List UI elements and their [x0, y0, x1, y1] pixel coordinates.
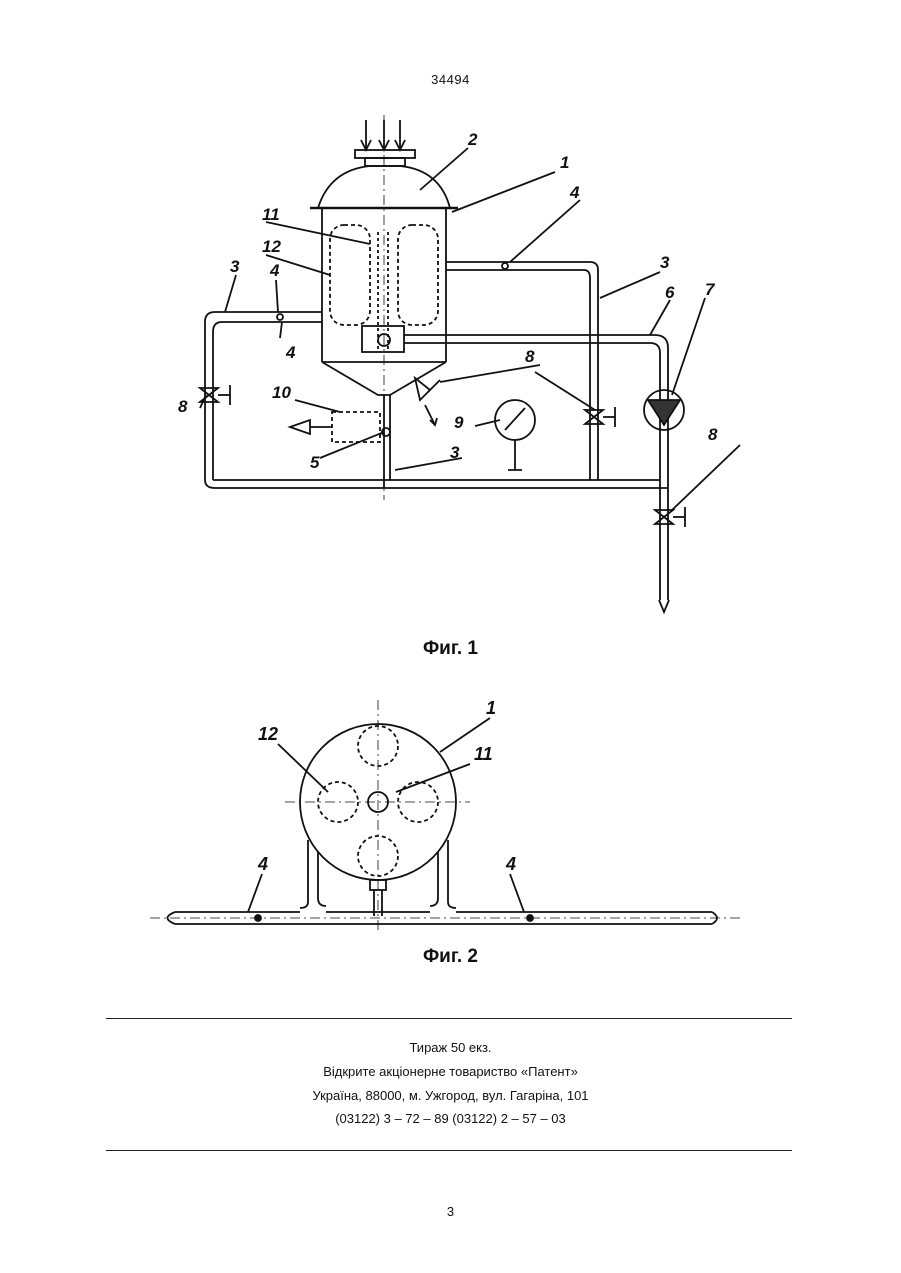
imprint-publisher: Відкрите акціонерне товариство «Патент»	[0, 1064, 901, 1079]
figure-1-drawing: 2 1 4 11 12 3 4 4 3 6 7 8 8 8 9 10 5 3	[0, 0, 901, 640]
fig1-label-8-center: 8	[525, 347, 535, 366]
fig2-label-12: 12	[258, 724, 278, 744]
figure-1-caption: Фиг. 1	[0, 638, 901, 660]
fig1-label-6: 6	[665, 283, 675, 302]
fig1-label-5: 5	[310, 453, 320, 472]
fig1-label-3-left: 3	[230, 257, 240, 276]
figure-2-drawing: 1 11 12 4 4	[0, 680, 901, 940]
fig1-label-4-right: 4	[569, 183, 580, 202]
imprint-rule-top	[106, 1018, 792, 1019]
fig1-label-4-lower: 4	[285, 343, 296, 362]
fig1-label-3-bottom: 3	[450, 443, 460, 462]
fig1-label-8-left: 8	[178, 397, 188, 416]
fig1-label-2: 2	[467, 130, 478, 149]
fig2-axes	[150, 700, 740, 930]
fig1-label-4-left: 4	[269, 261, 280, 280]
fig1-labels: 2 1 4 11 12 3 4 4 3 6 7 8 8 8 9 10 5 3	[178, 130, 718, 472]
fig2-apparatus	[168, 718, 718, 924]
imprint-address: Україна, 88000, м. Ужгород, вул. Гагарін…	[0, 1088, 901, 1103]
fig1-label-12: 12	[262, 237, 281, 256]
figure-2-caption: Фиг. 2	[0, 946, 901, 968]
fig1-label-1: 1	[560, 153, 569, 172]
fig1-apparatus	[200, 120, 740, 612]
imprint-rule-bottom	[106, 1150, 792, 1151]
fig1-label-7: 7	[705, 280, 716, 299]
fig2-label-4-left: 4	[257, 854, 268, 874]
fig1-label-10: 10	[272, 383, 291, 402]
page-number: 3	[0, 1204, 901, 1219]
fig1-label-8-right: 8	[708, 425, 718, 444]
fig2-label-4-right: 4	[505, 854, 516, 874]
fig2-label-11: 11	[474, 744, 493, 764]
imprint-circulation: Тираж 50 екз.	[0, 1040, 901, 1055]
fig1-label-11: 11	[262, 205, 280, 224]
fig2-label-1: 1	[486, 698, 496, 718]
imprint-phones: (03122) 3 – 72 – 89 (03122) 2 – 57 – 03	[0, 1111, 901, 1126]
fig1-label-9: 9	[454, 413, 464, 432]
fig1-label-3-right: 3	[660, 253, 670, 272]
